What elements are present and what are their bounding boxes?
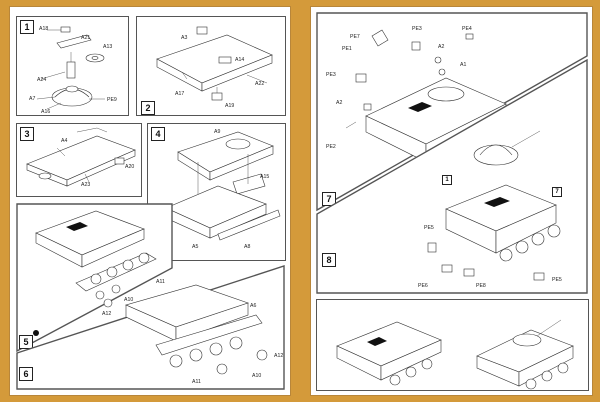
step-number: 4 xyxy=(151,127,165,141)
part-label: A23 xyxy=(81,182,91,188)
part-label: A4 xyxy=(61,138,68,144)
part-label: PE4 xyxy=(462,26,472,32)
part-label: A17 xyxy=(175,91,185,97)
step-6-panel: 6 A6 A12 A10 A11 xyxy=(16,265,286,391)
step-number: 2 xyxy=(141,101,155,115)
part-label: PE7 xyxy=(350,34,360,40)
step-2-drawing xyxy=(156,26,273,101)
step-reference: 7 xyxy=(552,187,562,197)
part-label: A10 xyxy=(252,373,262,379)
step-4-panel: 4 A9 A15 A5 A8 xyxy=(147,123,286,261)
step-number: 5 xyxy=(19,335,33,349)
part-label: A12 xyxy=(102,311,112,317)
step-2-panel: 2 A3 A14 A22 A17 A19 xyxy=(136,16,286,116)
step-1-drawing xyxy=(36,26,105,110)
part-label: A5 xyxy=(192,244,199,250)
part-label: A15 xyxy=(260,174,270,180)
step-3-drawing xyxy=(26,127,136,187)
part-label: A2 xyxy=(438,44,445,50)
step-1-panel: 1 A18 A21 A13 A24 A7 A16 PE9 xyxy=(16,16,129,116)
part-label: A16 xyxy=(41,109,51,115)
part-label: A10 xyxy=(124,297,134,303)
step-number: 1 xyxy=(20,20,34,34)
right-page: PE3 PE4 PE7 PE1 A2 A1 PE3 A2 PE2 7 xyxy=(310,6,593,396)
part-label: PE3 xyxy=(412,26,422,32)
part-label: A20 xyxy=(125,164,135,170)
part-label: A22 xyxy=(255,81,265,87)
part-label: PE3 xyxy=(326,72,336,78)
step-5-panel: 5 A11 A10 A12 xyxy=(16,203,174,353)
step-5-drawing xyxy=(16,203,173,353)
step-3-panel: 3 A4 A23 A20 xyxy=(16,123,142,197)
part-label: A6 xyxy=(250,303,257,309)
part-label: PE9 xyxy=(107,97,117,103)
part-label: A2 xyxy=(336,100,343,106)
part-label: PE8 xyxy=(476,283,486,289)
part-label: PE6 xyxy=(418,283,428,289)
part-label: PE5 xyxy=(424,225,434,231)
part-label: A12 xyxy=(274,353,284,359)
step-number: 6 xyxy=(19,367,33,381)
part-label: A14 xyxy=(235,57,245,63)
part-label: PE2 xyxy=(326,144,336,150)
part-label: A13 xyxy=(103,44,113,50)
step-number: 7 xyxy=(322,192,336,206)
part-label: A7 xyxy=(29,96,36,102)
part-label: A18 xyxy=(39,26,49,32)
part-label: A9 xyxy=(214,129,221,135)
part-label: A3 xyxy=(181,35,188,41)
step-4-drawing xyxy=(165,131,281,241)
part-label: A24 xyxy=(37,77,47,83)
part-label: A11 xyxy=(156,279,165,285)
part-label: PE1 xyxy=(342,46,352,52)
step-8-drawing xyxy=(316,59,588,294)
step-reference: 1 xyxy=(442,175,452,185)
left-page: 1 A18 A21 A13 A24 A7 A16 PE9 2 xyxy=(9,6,291,396)
part-label: PE5 xyxy=(552,277,562,283)
part-label: A8 xyxy=(244,244,251,250)
part-label: A1 xyxy=(460,62,467,68)
final-view-drawing xyxy=(336,319,574,390)
part-label: A21 xyxy=(81,35,91,41)
part-label: A11 xyxy=(192,379,201,385)
final-view-panel xyxy=(316,299,589,391)
step-number: 3 xyxy=(20,127,34,141)
step-6-drawing xyxy=(16,265,285,390)
step-8-panel: 1 7 PE5 PE5 PE6 PE8 8 xyxy=(316,59,589,295)
step-number: 8 xyxy=(322,253,336,267)
part-label: A19 xyxy=(225,103,235,109)
